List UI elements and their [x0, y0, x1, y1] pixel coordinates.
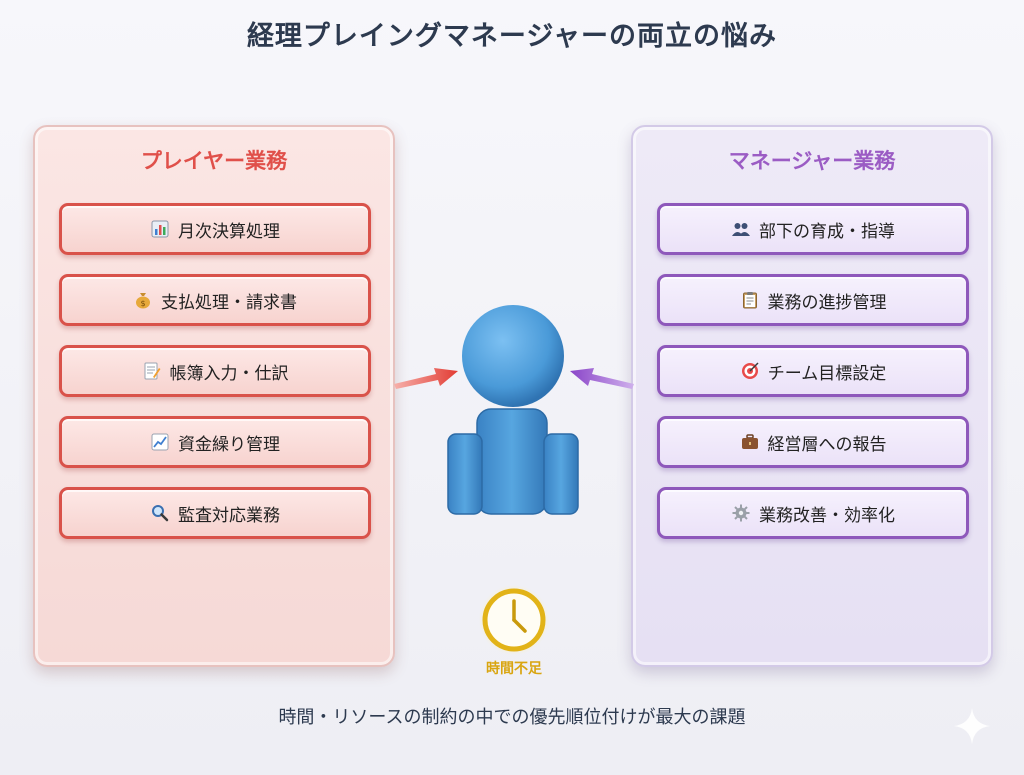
clipboard-icon [740, 290, 760, 310]
svg-text:$: $ [140, 299, 145, 308]
manager-panel: マネージャー業務 部下の育成・指導 業務の進捗管理 チーム目標設定 経営層への報… [631, 125, 993, 667]
gear-icon [731, 503, 751, 523]
player-task-label: 月次決算処理 [178, 221, 280, 242]
player-task-label: 帳簿入力・仕訳 [169, 363, 289, 384]
target-icon [740, 361, 760, 381]
bar-chart-icon [150, 219, 170, 239]
red-arrow-icon [394, 368, 458, 389]
manager-task-label: 部下の育成・指導 [759, 221, 895, 242]
manager-task-label: 経営層への報告 [767, 434, 887, 455]
player-task-label: 監査対応業務 [178, 505, 280, 526]
player-task-audit: 監査対応業務 [59, 487, 371, 539]
time-shortage-label: 時間不足 [486, 661, 542, 677]
player-task-monthly-closing: 月次決算処理 [59, 203, 371, 255]
clock-icon [479, 585, 549, 655]
manager-task-progress: 業務の進捗管理 [657, 274, 969, 326]
manager-task-goals: チーム目標設定 [657, 345, 969, 397]
money-bag-icon: $ [133, 290, 153, 310]
manager-task-label: チーム目標設定 [767, 363, 887, 384]
player-panel: プレイヤー業務 月次決算処理 $ 支払処理・請求書 帳簿入力・仕訳 資金繰り管理… [33, 125, 395, 667]
manager-task-label: 業務の進捗管理 [767, 292, 887, 313]
page-title: 経理プレイングマネージャーの両立の悩み [246, 21, 778, 52]
summary-caption: 時間・リソースの制約の中での優先順位付けが最大の課題 [278, 707, 746, 728]
player-task-cashflow: 資金繰り管理 [59, 416, 371, 468]
people-icon [731, 219, 751, 239]
trend-chart-icon [150, 432, 170, 452]
person-icon [447, 305, 579, 515]
player-task-label: 支払処理・請求書 [161, 292, 297, 313]
player-task-bookkeeping: 帳簿入力・仕訳 [59, 345, 371, 397]
manager-task-improvement: 業務改善・効率化 [657, 487, 969, 539]
player-task-label: 資金繰り管理 [178, 434, 280, 455]
manager-task-label: 業務改善・効率化 [759, 505, 895, 526]
player-panel-title: プレイヤー業務 [140, 149, 288, 173]
manager-task-mentoring: 部下の育成・指導 [657, 203, 969, 255]
sparkle-icon [954, 708, 990, 744]
player-task-payment: $ 支払処理・請求書 [59, 274, 371, 326]
purple-arrow-icon [570, 368, 634, 389]
memo-icon [142, 361, 162, 381]
manager-panel-title: マネージャー業務 [728, 149, 896, 173]
manager-task-reporting: 経営層への報告 [657, 416, 969, 468]
magnifier-icon [150, 503, 170, 523]
briefcase-icon [740, 432, 760, 452]
